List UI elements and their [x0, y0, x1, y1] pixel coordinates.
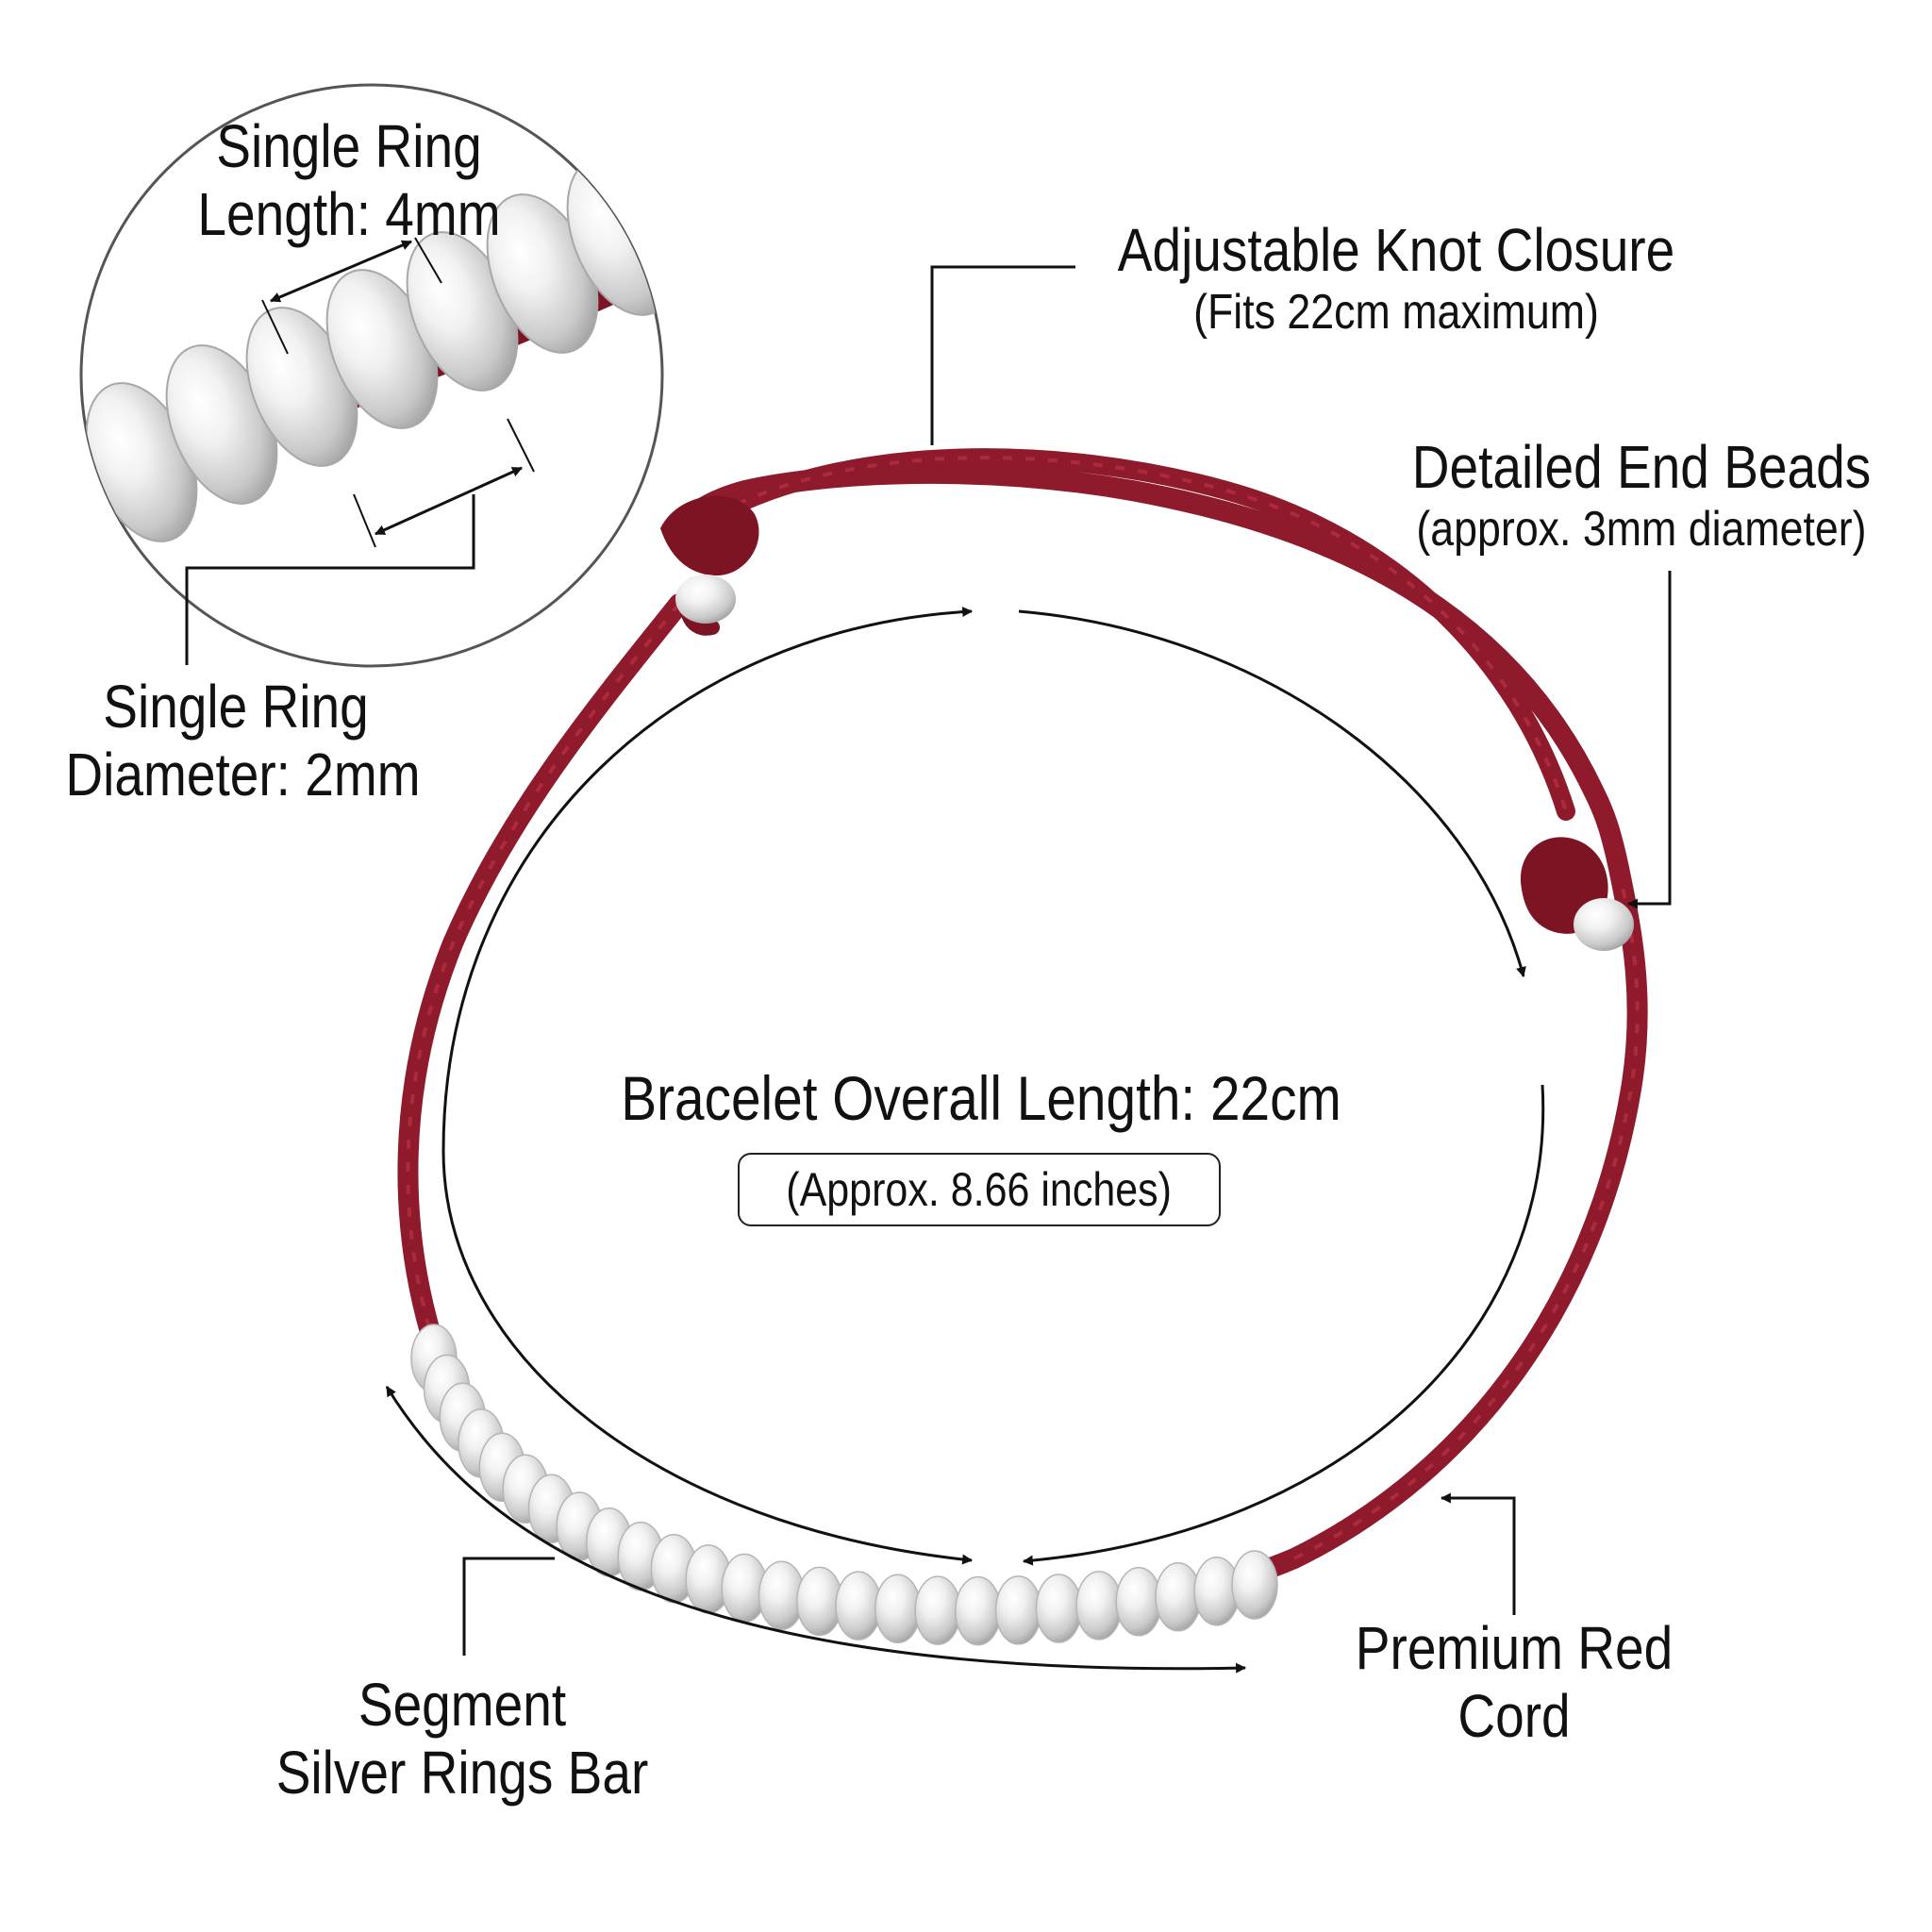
- knot-closure-label: Adjustable Knot Closure (Fits 22cm maxim…: [1088, 216, 1705, 340]
- red-cord: [397, 448, 1648, 1626]
- ring-length-line2: Length: 4mm: [197, 179, 501, 248]
- silver-ring: [955, 1575, 1002, 1646]
- silver-ring: [1115, 1567, 1162, 1637]
- silver-bar-line1: Segment: [358, 1671, 567, 1739]
- red-cord-label: Premium Red Cord: [1332, 1614, 1697, 1750]
- overall-length-subtitle: (Approx. 8.66 inches): [786, 1163, 1173, 1216]
- overall-length-title-text: Bracelet Overall Length: 22cm: [621, 1063, 1341, 1133]
- silver-ring: [994, 1575, 1042, 1645]
- red-cord-leader: [1440, 1492, 1516, 1615]
- silver-rings-bar: [410, 1324, 1278, 1646]
- ring-length-line1: Single Ring: [216, 112, 482, 180]
- end-beads-subtitle: (approx. 3mm diameter): [1416, 501, 1867, 557]
- ring-length-label: Single Ring Length: 4mm: [187, 112, 511, 248]
- end-beads-leader: [1626, 571, 1672, 909]
- overall-length-title: Bracelet Overall Length: 22cm: [616, 1063, 1346, 1134]
- end-beads: [675, 575, 1634, 951]
- ring-diameter-line1: Single Ring: [103, 673, 369, 741]
- zoom-detail-circle: [79, 83, 664, 668]
- silver-ring: [1231, 1550, 1278, 1620]
- ring-diameter-line2: Diameter: 2mm: [65, 740, 421, 808]
- red-cord-line1: Premium Red: [1355, 1614, 1674, 1682]
- overall-length-subtitle-pill: (Approx. 8.66 inches): [738, 1153, 1221, 1226]
- silver-bar-label: Segment Silver Rings Bar: [259, 1671, 665, 1807]
- silver-bar-arc: [385, 1386, 1247, 1674]
- silver-ring: [914, 1575, 961, 1645]
- silver-ring: [1035, 1574, 1083, 1643]
- ring-diameter-label: Single Ring Diameter: 2mm: [65, 673, 421, 808]
- knot-closure-subtitle: (Fits 22cm maximum): [1193, 284, 1599, 340]
- silver-ring: [1075, 1571, 1123, 1641]
- knot-closure-leader: [930, 265, 1075, 445]
- end-beads-label: Detailed End Beads (approx. 3mm diameter…: [1374, 433, 1909, 557]
- knot-closure-title: Adjustable Knot Closure: [1117, 216, 1675, 284]
- silver-bar-leader: [462, 1557, 555, 1656]
- end-beads-title: Detailed End Beads: [1411, 433, 1872, 501]
- red-cord-line2: Cord: [1457, 1681, 1571, 1750]
- silver-ring: [874, 1574, 922, 1644]
- silver-ring: [835, 1571, 882, 1641]
- silver-bar-line2: Silver Rings Bar: [275, 1738, 649, 1807]
